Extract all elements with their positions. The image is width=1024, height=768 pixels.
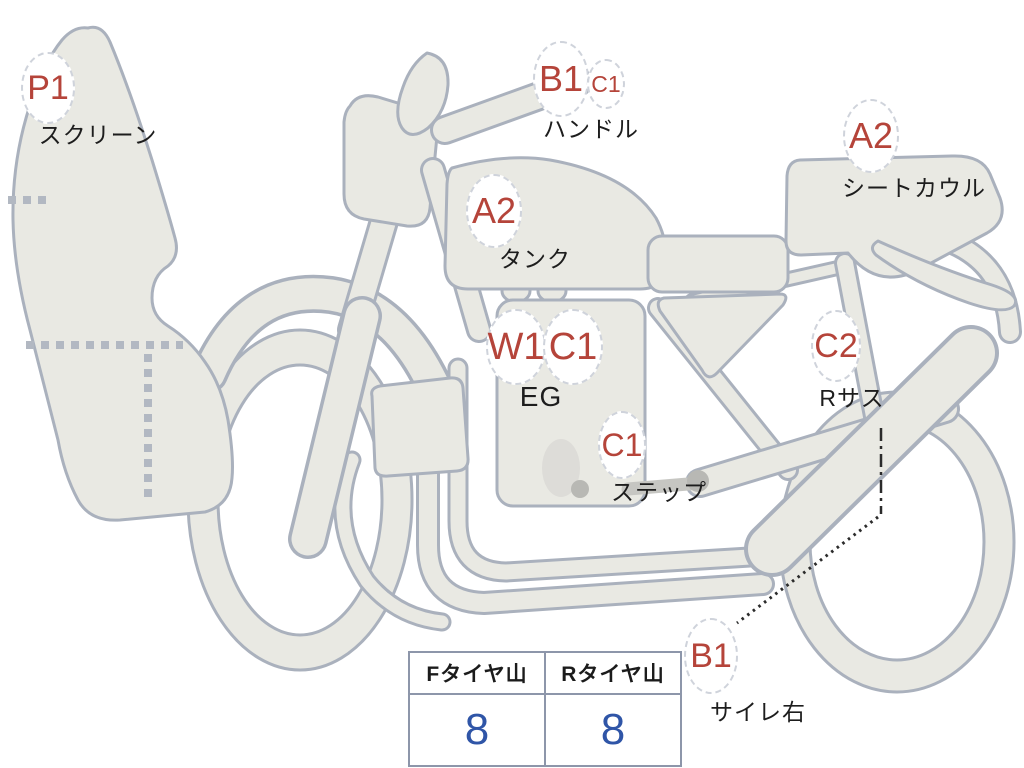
crankcase: [542, 439, 580, 497]
tire-table-header-row: Fタイヤ山 Rタイヤ山: [410, 653, 680, 695]
caption-step: ステップ: [611, 479, 707, 505]
seat-cowl-body: [784, 154, 1004, 279]
step-peg-left: [571, 480, 589, 498]
badge-handlebar-c1: C1: [587, 59, 625, 109]
mirror: [396, 51, 450, 136]
caption-seat-cowl: シートカウル: [842, 175, 986, 201]
badge-rear-suspension-c2: C2: [811, 310, 861, 382]
front-wheel: [186, 328, 414, 672]
tire-tread-table: Fタイヤ山 Rタイヤ山 8 8: [408, 651, 682, 767]
badge-seat-cowl-a2: A2: [843, 99, 899, 173]
badge-engine-c1: C1: [543, 309, 603, 385]
step-peg-right: [687, 470, 709, 492]
leader-line-dotted: [736, 515, 879, 625]
badge-screen-p1: P1: [21, 52, 75, 124]
tire-table-value-front: 8: [410, 695, 546, 765]
front-fender: [190, 274, 462, 426]
badge-step-c1: C1: [598, 411, 646, 479]
caption-silencer-right: サイレ右: [710, 699, 806, 725]
muffler: [744, 325, 999, 577]
tire-table-value-row: 8 8: [410, 695, 680, 765]
engine-cylinder: [370, 376, 470, 478]
seat: [646, 234, 790, 294]
tire-table-header-front: Fタイヤ山: [410, 653, 546, 695]
caption-engine: EG: [519, 381, 563, 412]
tire-table-value-rear: 8: [546, 695, 680, 765]
caption-handlebar: ハンドル: [543, 116, 639, 142]
badge-handlebar-b1: B1: [533, 41, 589, 117]
fork-lower: [288, 296, 382, 559]
caption-rear-suspension: Rサス: [819, 385, 885, 411]
caption-tank: タンク: [499, 246, 571, 272]
screen-seam-lines: [8, 196, 183, 502]
badge-silencer-b1: B1: [684, 618, 738, 694]
badge-tank-a2: A2: [466, 174, 522, 248]
front-screen: [11, 25, 234, 522]
caption-screen: スクリーン: [38, 122, 158, 148]
seat-cowl-tail: [871, 239, 1018, 312]
exhaust-pipes: [333, 356, 777, 632]
badge-engine-w1: W1: [486, 309, 546, 385]
tire-table-header-rear: Rタイヤ山: [546, 653, 680, 695]
side-cover: [656, 292, 788, 379]
